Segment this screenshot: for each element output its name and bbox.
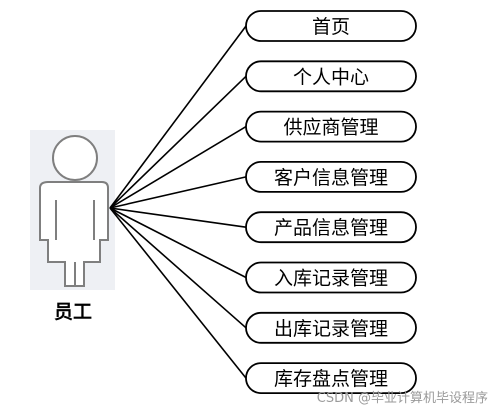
use-case-label: 客户信息管理 [274,167,388,189]
use-case: 入库记录管理 [245,261,417,294]
use-case: 库存盘点管理 [245,362,417,395]
connector-line [109,125,247,209]
use-case-label: 入库记录管理 [274,268,388,290]
actor-label: 员工 [54,301,92,323]
connector-line [109,207,247,228]
use-case-shape [245,110,417,143]
connector-line [109,25,247,209]
connector-lines [109,25,247,379]
use-case: 客户信息管理 [245,160,417,193]
use-case-label: 库存盘点管理 [274,368,388,390]
actor-figure-icon [39,135,109,287]
connector-line [109,75,247,209]
use-case-list: 首页个人中心供应商管理客户信息管理产品信息管理入库记录管理出库记录管理库存盘点管… [245,10,417,395]
watermark-text: CSDN @毕业计算机毕设程序 [317,391,488,406]
use-case: 首页 [245,10,417,42]
use-case-label: 首页 [312,16,350,38]
use-case-label: 供应商管理 [283,117,378,139]
connector-line [109,207,247,329]
use-case-shape [245,362,417,395]
use-case-label: 出库记录管理 [274,318,388,340]
use-case-shape [245,211,417,244]
connector-line [109,207,247,279]
use-case: 出库记录管理 [245,311,417,344]
use-case-shape [245,160,417,193]
connector-line [109,207,247,379]
use-case: 个人中心 [245,60,417,93]
use-case-shape [245,60,417,93]
use-case-shape [245,311,417,344]
use-case: 产品信息管理 [245,211,417,244]
use-case: 供应商管理 [245,110,417,143]
use-case-shape [245,261,417,294]
use-case-label: 产品信息管理 [274,217,388,239]
use-case-shape [245,10,417,42]
use-case-label: 个人中心 [293,66,369,88]
connector-line [109,176,247,209]
